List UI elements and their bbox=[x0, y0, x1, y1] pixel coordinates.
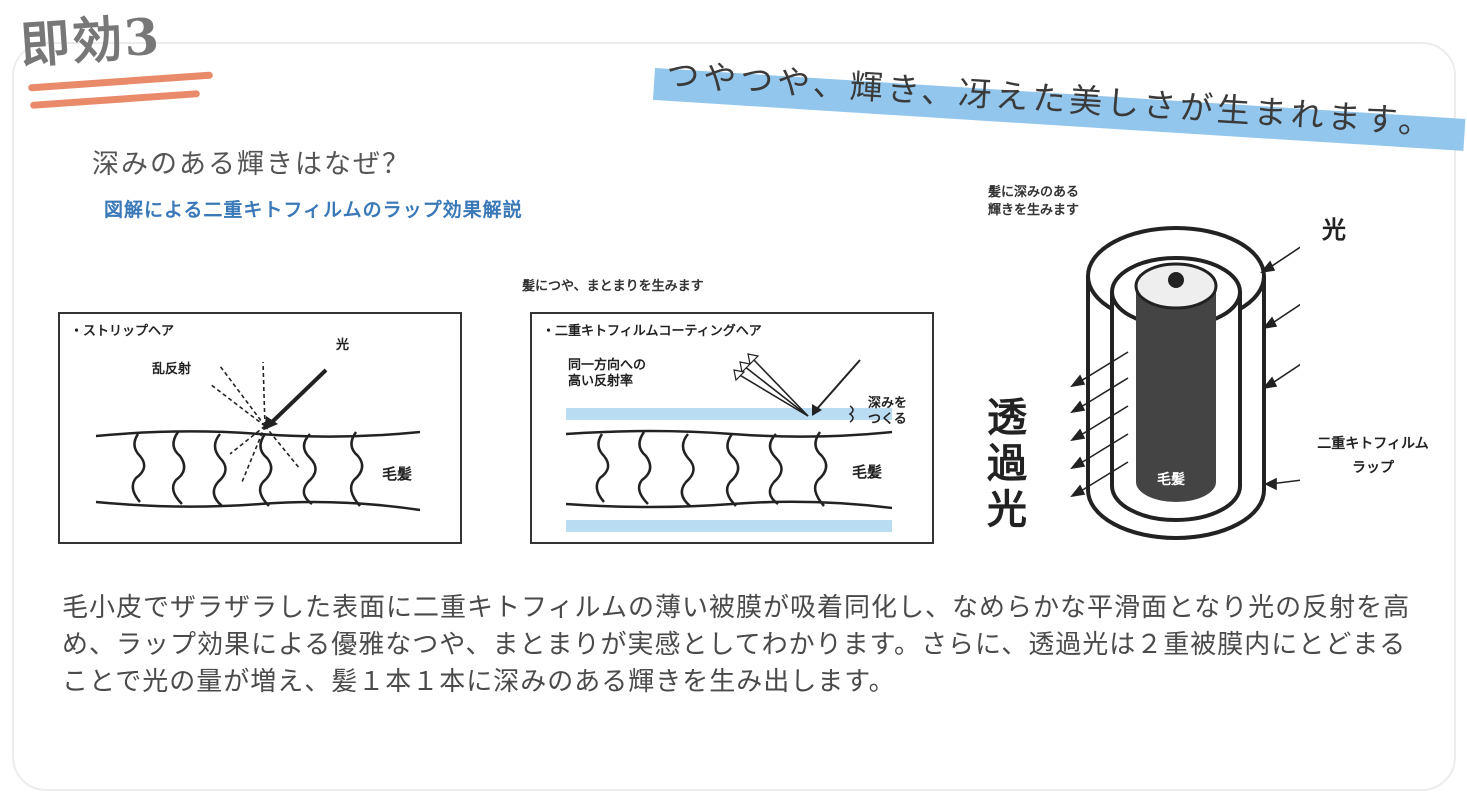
transmitted-light-label: 透過光 bbox=[987, 395, 1027, 533]
cylinder-caption-line2: 輝きを生みます bbox=[988, 203, 1080, 218]
strip-hair-diagram bbox=[95, 361, 421, 512]
cylinder-hair-label: 毛髪 bbox=[1157, 472, 1185, 488]
hair-core bbox=[1136, 292, 1216, 502]
diffuse-reflection-label: 乱反射 bbox=[152, 362, 192, 377]
cylinder-light-label: 光 bbox=[1322, 216, 1346, 244]
hair-label-left: 毛髪 bbox=[382, 465, 413, 483]
coating-caption: 髪につや、まとまりを生みます bbox=[522, 279, 704, 294]
reflect-label-line2: 高い反射率 bbox=[568, 374, 634, 389]
hair-cylinder-diagram bbox=[1070, 226, 1300, 540]
film-wrap-label-line1: 二重キトフィルム bbox=[1317, 436, 1429, 452]
depth-label-line1: 深みを bbox=[868, 396, 908, 411]
coated-hair-diagram bbox=[565, 353, 893, 532]
diagram-subheading: 図解による二重キトフィルムのラップ効果解説 bbox=[104, 199, 523, 221]
film-wrap-label-line2: ラップ bbox=[1352, 460, 1394, 476]
explanation-paragraph: 毛小皮でザラザラした表面に二重キトフィルムの薄い被膜が吸着同化し、なめらかな平滑… bbox=[62, 593, 1411, 697]
film-layer-top bbox=[566, 408, 892, 420]
light-label-left: 光 bbox=[336, 338, 350, 353]
film-wrap-label: 二重キトフィルム ラップ bbox=[1298, 432, 1448, 480]
question-heading: 深みのある輝きはなぜ？ bbox=[92, 149, 411, 180]
reflect-label-line1: 同一方向への bbox=[568, 358, 647, 373]
depth-label-line2: つくる bbox=[868, 412, 907, 427]
coated-hair-panel: ・二重キトフィルムコーティングヘア 同一方向への 高い反射率 深みを つくる 毛… bbox=[530, 312, 934, 544]
strip-hair-panel: ・ストリップヘア 乱反射 光 毛髪 bbox=[58, 312, 462, 544]
strip-hair-title: ・ストリップヘア bbox=[70, 324, 175, 339]
film-layer-bottom bbox=[566, 520, 892, 532]
cylinder-caption-line1: 髪に深みのある bbox=[988, 185, 1080, 200]
coated-hair-title: ・二重キトフィルムコーティングヘア bbox=[542, 324, 762, 339]
section-badge: 即効3 bbox=[18, 6, 163, 75]
hair-label-middle: 毛髪 bbox=[852, 463, 883, 481]
